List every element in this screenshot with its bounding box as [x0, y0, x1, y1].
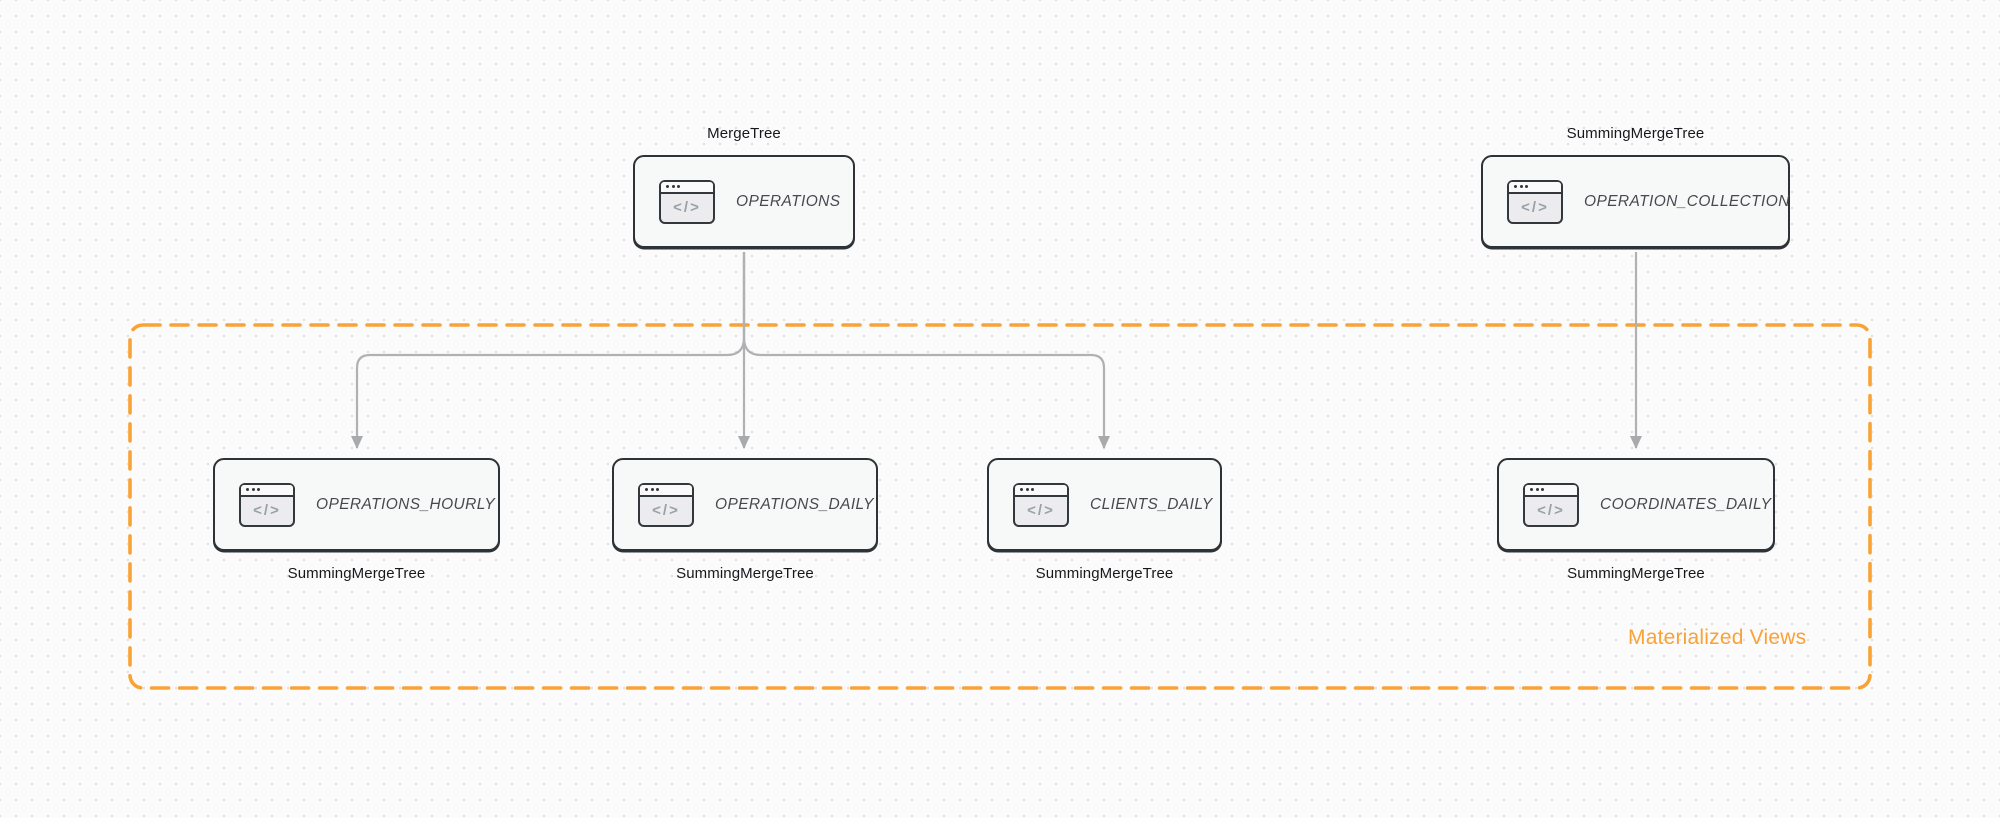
window-dot: [1530, 488, 1533, 491]
window-dot: [246, 488, 249, 491]
window-dot: [1541, 488, 1544, 491]
engine-label: SummingMergeTree: [1566, 125, 1705, 142]
node-title: OPERATIONS_HOURLY: [316, 495, 496, 513]
code-window-icon: </>: [638, 482, 694, 527]
window-dot: [1031, 488, 1034, 491]
window-dot: [1020, 488, 1023, 491]
node-title: OPERATION_COLLECTION: [1584, 192, 1790, 210]
window-titlebar: [640, 484, 692, 497]
engine-label: MergeTree: [707, 125, 781, 142]
materialized-views-label: Materialized Views: [1628, 626, 1807, 649]
window-titlebar: [1015, 484, 1067, 497]
code-glyph: </>: [1027, 502, 1055, 519]
engine-label: SummingMergeTree: [287, 565, 426, 582]
window-dot: [671, 185, 675, 188]
node-operation-collection: SummingMergeTree </> OPERATION_COLLECTIO…: [1481, 123, 1790, 248]
code-window-icon: </>: [659, 179, 715, 224]
table-node-coordinates-daily[interactable]: </> COORDINATES_DAILY: [1497, 458, 1775, 551]
table-node-operations-daily[interactable]: </> OPERATIONS_DAILY: [612, 458, 878, 551]
window-dot: [656, 488, 659, 491]
code-window-icon: </>: [1507, 179, 1563, 224]
window-titlebar: [1525, 484, 1577, 497]
code-glyph: </>: [673, 199, 701, 216]
node-operations: MergeTree </> OPERATIONS: [633, 123, 855, 248]
engine-label: SummingMergeTree: [1035, 565, 1174, 582]
node-title: CLIENTS_DAILY: [1090, 495, 1213, 513]
code-glyph: </>: [253, 502, 281, 519]
engine-label: SummingMergeTree: [676, 565, 814, 582]
table-node-operations[interactable]: </> OPERATIONS: [633, 155, 855, 248]
code-window-icon: </>: [1013, 482, 1069, 527]
node-clients-daily: </> CLIENTS_DAILY SummingMergeTree: [987, 458, 1222, 585]
window-dot: [251, 488, 255, 491]
node-title: COORDINATES_DAILY: [1600, 495, 1772, 513]
window-titlebar: [241, 484, 293, 497]
engine-label: SummingMergeTree: [1567, 565, 1705, 582]
code-glyph: </>: [1537, 502, 1565, 519]
code-glyph: </>: [652, 502, 680, 519]
window-dot: [257, 488, 260, 491]
table-node-operation-collection[interactable]: </> OPERATION_COLLECTION: [1481, 155, 1790, 248]
window-dot: [666, 185, 669, 188]
window-dot: [650, 488, 654, 491]
node-operations-daily: </> OPERATIONS_DAILY SummingMergeTree: [612, 458, 878, 585]
window-dot: [677, 185, 680, 188]
edge-operations-to-clients-daily[interactable]: [742, 252, 1110, 449]
window-dot: [1514, 185, 1517, 188]
code-glyph: </>: [1521, 199, 1549, 216]
code-window-icon: </>: [1523, 482, 1579, 527]
node-coordinates-daily: </> COORDINATES_DAILY SummingMergeTree: [1497, 458, 1775, 585]
table-node-operations-hourly[interactable]: </> OPERATIONS_HOURLY: [213, 458, 500, 551]
node-title: OPERATIONS: [736, 192, 841, 210]
edge-operations-to-operations-hourly[interactable]: [351, 252, 746, 449]
node-operations-hourly: </> OPERATIONS_HOURLY SummingMergeTree: [213, 458, 500, 585]
node-title: OPERATIONS_DAILY: [715, 495, 874, 513]
window-dot: [1525, 185, 1528, 188]
table-node-clients-daily[interactable]: </> CLIENTS_DAILY: [987, 458, 1222, 551]
code-window-icon: </>: [239, 482, 295, 527]
window-dot: [645, 488, 648, 491]
window-dot: [1025, 488, 1029, 491]
window-dot: [1519, 185, 1523, 188]
window-dot: [1535, 488, 1539, 491]
window-titlebar: [1509, 181, 1561, 194]
window-titlebar: [661, 181, 713, 194]
